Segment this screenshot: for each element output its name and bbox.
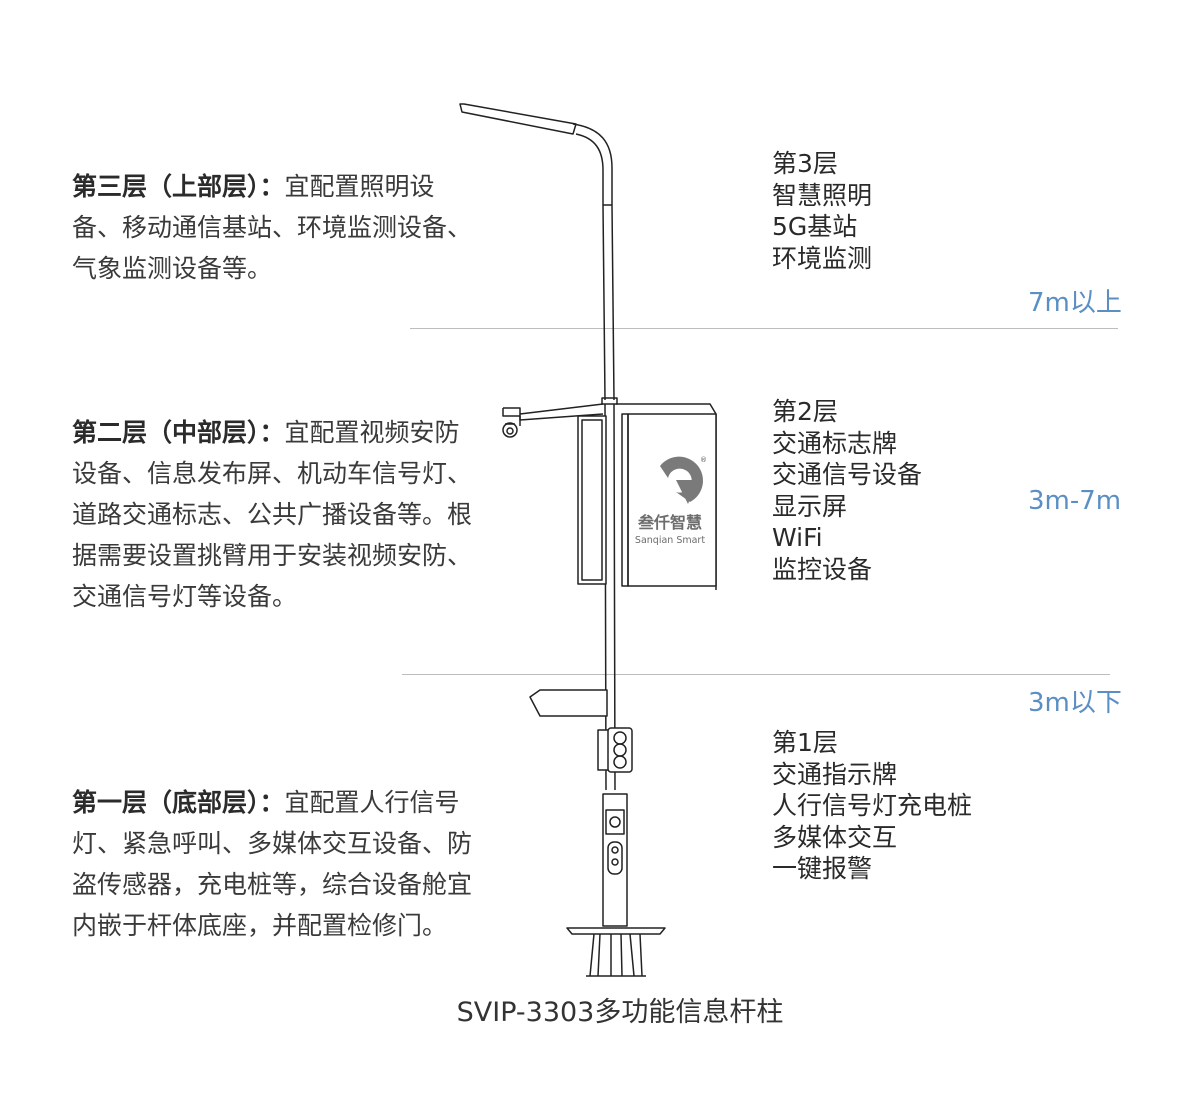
list-item: 显示屏 bbox=[772, 491, 848, 521]
lamp-head bbox=[459, 103, 577, 135]
list-item: 交通信号设备 bbox=[772, 460, 923, 489]
display-screen bbox=[627, 413, 717, 587]
logo-icon: ® 叁仟智慧 Sanqian Smart bbox=[635, 456, 707, 546]
lamp-arm bbox=[572, 123, 613, 205]
base-legs bbox=[589, 933, 643, 977]
divider-upper bbox=[410, 328, 1118, 329]
street-sign bbox=[529, 689, 608, 717]
layer3-lead: 第三层（上部层）： bbox=[72, 172, 285, 201]
layer1-text: 宜配置人行信号灯、紧急呼叫、多媒体交互设备、防盗传感器，充电桩等，综合设备舱宜内… bbox=[72, 788, 473, 940]
list-item: 多媒体交互 bbox=[772, 822, 898, 852]
equipment-cabinet bbox=[602, 793, 628, 927]
layer3-list: 第3层 智慧照明 5G基站 环境监测 bbox=[772, 148, 1092, 274]
layer1-lead: 第一层（底部层）： bbox=[72, 788, 285, 817]
list-item: 5G基站 bbox=[772, 212, 858, 241]
layer2-list: 第2层 交通标志牌 交通信号设备 显示屏 WiFi 监控设备 bbox=[772, 396, 1092, 585]
upper-pole bbox=[602, 204, 615, 401]
list-item: 交通指示牌 bbox=[772, 759, 898, 789]
camera-icon bbox=[502, 422, 518, 438]
height-label-middle: 3m-7m bbox=[1028, 486, 1122, 516]
layer1-list: 第1层 交通指示牌 人行信号灯充电桩 多媒体交互 一键报警 bbox=[772, 727, 1092, 885]
layer3-text: 宜配置照明设备、移动通信基站、环境监测设备、气象监测设备等。 bbox=[72, 172, 473, 283]
layer1-description: 第一层（底部层）：宜配置人行信号灯、紧急呼叫、多媒体交互设备、防盗传感器，充电桩… bbox=[72, 782, 472, 946]
layer3-title: 第3层 bbox=[772, 149, 838, 178]
logo-mark: ® bbox=[700, 456, 707, 464]
layer2-title: 第2层 bbox=[772, 397, 838, 426]
height-label-top: 7m以上 bbox=[1028, 288, 1122, 318]
list-item: 监控设备 bbox=[772, 554, 873, 584]
logo-english: Sanqian Smart bbox=[635, 535, 705, 546]
list-item: WiFi bbox=[772, 523, 823, 552]
diagram-caption: SVIP-3303多功能信息杆柱 bbox=[456, 997, 784, 1028]
layer1-title: 第1层 bbox=[772, 728, 838, 757]
divider-lower bbox=[402, 674, 1110, 675]
pole-band bbox=[601, 397, 618, 405]
height-label-bottom: 3m以下 bbox=[1028, 688, 1122, 718]
list-item: 交通标志牌 bbox=[772, 428, 898, 458]
list-item: 人行信号灯充电桩 bbox=[772, 791, 973, 820]
logo-name: 叁仟智慧 bbox=[637, 513, 702, 532]
list-item: 一键报警 bbox=[772, 854, 873, 883]
base-plate bbox=[566, 927, 666, 935]
layer3-description: 第三层（上部层）：宜配置照明设备、移动通信基站、环境监测设备、气象监测设备等。 bbox=[72, 166, 472, 289]
list-item: 智慧照明 bbox=[772, 180, 873, 210]
layer2-lead: 第二层（中部层）： bbox=[72, 418, 285, 447]
layer2-text: 宜配置视频安防设备、信息发布屏、机动车信号灯、道路交通标志、公共广播设备等。根据… bbox=[72, 418, 473, 611]
list-item: 环境监测 bbox=[772, 243, 873, 273]
layer2-description: 第二层（中部层）：宜配置视频安防设备、信息发布屏、机动车信号灯、道路交通标志、公… bbox=[72, 412, 472, 617]
